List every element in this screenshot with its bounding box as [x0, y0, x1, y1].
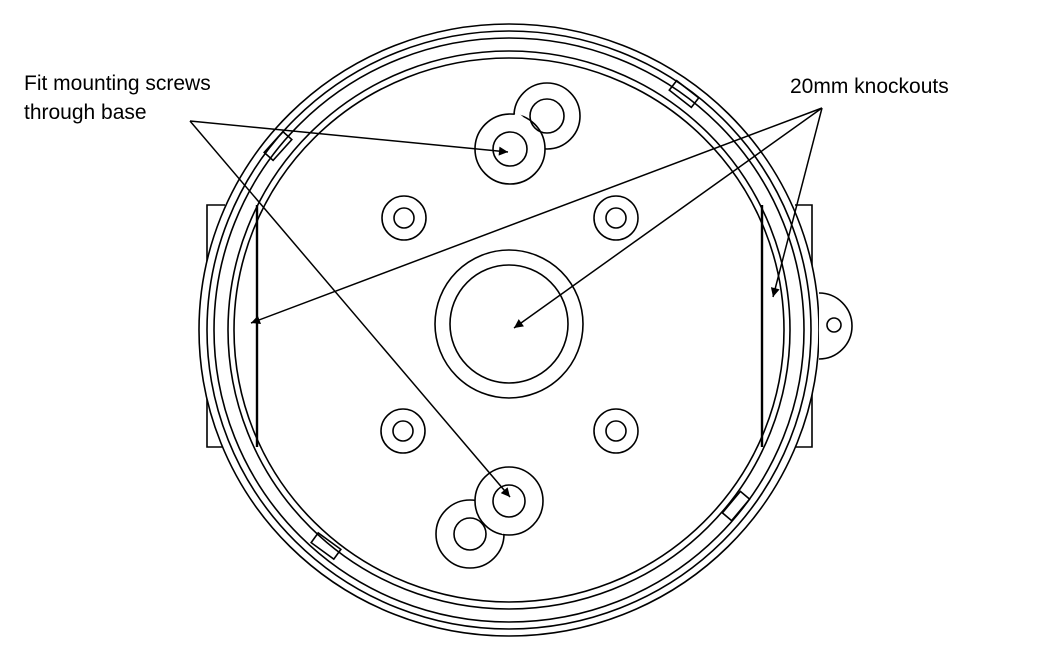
inner-rim-ring-1 [227, 50, 791, 610]
leader-arrow-bottom-slot [189, 120, 511, 498]
fixing-boss-bottom-right [593, 408, 639, 454]
leader-arrow-left-knockout [250, 107, 823, 325]
rim-notch [310, 531, 342, 561]
bottom-mounting-slot [435, 466, 544, 569]
side-earth-tab [818, 292, 853, 360]
callout-mounting-screws-line1: Fit mounting screws [24, 72, 211, 95]
leader-arrow-top-slot [189, 120, 509, 156]
outer-rim-ring-3 [213, 37, 805, 623]
rim-notch [668, 79, 700, 109]
leader-arrow-right-knockout [770, 107, 823, 298]
base-housing [198, 23, 853, 637]
rim-notch [263, 130, 293, 162]
central-knockout [434, 249, 584, 399]
fixing-boss-bottom-left [380, 408, 426, 454]
outer-rim-ring-2 [206, 30, 812, 630]
fixing-boss-top-right [593, 195, 639, 241]
callout-mounting-screws-line2: through base [24, 101, 147, 124]
fixing-boss-top-left [381, 195, 427, 241]
inner-rim-ring-2 [233, 57, 785, 603]
callout-knockouts: 20mm knockouts [790, 75, 949, 98]
rim-notch [721, 490, 751, 522]
top-mounting-slot [474, 82, 581, 185]
leader-arrow-central-knockout [513, 107, 823, 329]
callout-leaders [189, 107, 823, 498]
